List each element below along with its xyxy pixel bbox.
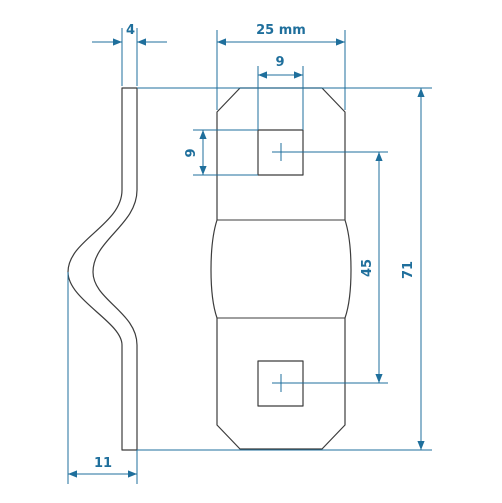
hole-width-label: 9 — [275, 55, 284, 70]
hole-height-label: 9 — [184, 148, 199, 157]
width-label: 25 mm — [256, 23, 306, 38]
side-view — [67, 87, 138, 451]
dimensions: 4 25 mm 9 9 45 71 11 — [67, 23, 432, 484]
front-view — [210, 87, 352, 450]
length-label: 71 — [401, 261, 416, 279]
thickness-label: 4 — [126, 23, 135, 38]
plate-outline — [210, 87, 352, 450]
side-view-profile — [67, 87, 138, 451]
bend-depth-label: 11 — [94, 456, 112, 471]
hole-spacing-label: 45 — [360, 259, 375, 277]
